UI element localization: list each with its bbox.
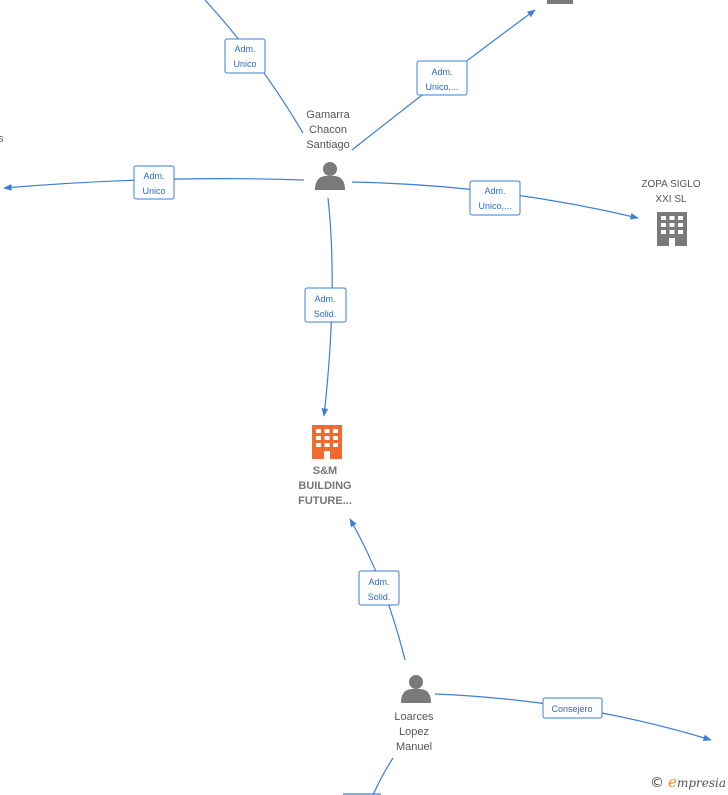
node-loarces-lopez-manuel[interactable]: Loarces Lopez Manuel (394, 675, 434, 753)
edge-label-line: Solid. (314, 309, 337, 319)
brand-logo: ©empresia (650, 773, 726, 791)
node-label-line: Gamarra (306, 109, 350, 121)
node-label-line: FUTURE... (298, 495, 352, 507)
brand-name: mpresia (676, 776, 726, 790)
edge-label-to-zopa[interactable]: Adm. Unico,... (469, 180, 521, 216)
brand-initial: e (668, 773, 677, 791)
node-label-line: ZOPA SIGLO (641, 179, 700, 190)
edge-loarces-down (372, 757, 394, 795)
node-sm-building-future[interactable]: S&M BUILDING FUTURE... (298, 425, 352, 507)
edge-label-line: Unico (233, 59, 256, 69)
node-label-line: S&M (313, 465, 337, 477)
node-label-line: Manuel (396, 741, 432, 753)
edge-label-line: Adm. (314, 294, 335, 304)
edge-label-line: Adm. (484, 186, 505, 196)
copyright-icon: © (650, 775, 665, 791)
building-icon (312, 425, 342, 459)
edge-label-loarces-to-sm[interactable]: Adm. Solid. (358, 570, 400, 606)
node-gamarra-chacon-santiago[interactable]: Gamarra Chacon Santiago (306, 109, 351, 190)
edge-label-line: Solid. (368, 592, 391, 602)
node-label-line: Santiago (306, 139, 349, 151)
edge-label-line: Unico (142, 186, 165, 196)
person-icon (315, 162, 345, 190)
edge-label-left[interactable]: Adm. Unico (133, 165, 175, 200)
edge-label-line: Consejero (551, 704, 592, 714)
edge-label-line: Adm. (431, 67, 452, 77)
edge-label-top-left[interactable]: Adm. Unico (224, 38, 266, 74)
node-label-line: XXI SL (655, 194, 687, 205)
edge-label-line: Unico,... (478, 201, 511, 211)
building-icon[interactable] (547, 0, 573, 4)
node-label-line: Loarces (394, 711, 434, 723)
node-label-line: Lopez (399, 726, 429, 738)
partial-node-label: s (0, 133, 4, 145)
node-label-line: BUILDING (298, 480, 351, 492)
edge-label-line: Unico,... (425, 82, 458, 92)
node-zopa-siglo-xxi-sl[interactable]: ZOPA SIGLO XXI SL (641, 179, 701, 246)
edge-label-top-right[interactable]: Adm. Unico,... (416, 60, 468, 96)
edge-label-line: Adm. (143, 171, 164, 181)
edge-label-gamarra-to-sm[interactable]: Adm. Solid. (304, 287, 347, 323)
edge-label-consejero[interactable]: Consejero (542, 697, 603, 719)
edge-label-line: Adm. (234, 44, 255, 54)
person-icon (401, 675, 431, 703)
node-label-line: Chacon (309, 124, 347, 136)
edge-label-line: Adm. (368, 577, 389, 587)
building-icon (657, 212, 687, 246)
